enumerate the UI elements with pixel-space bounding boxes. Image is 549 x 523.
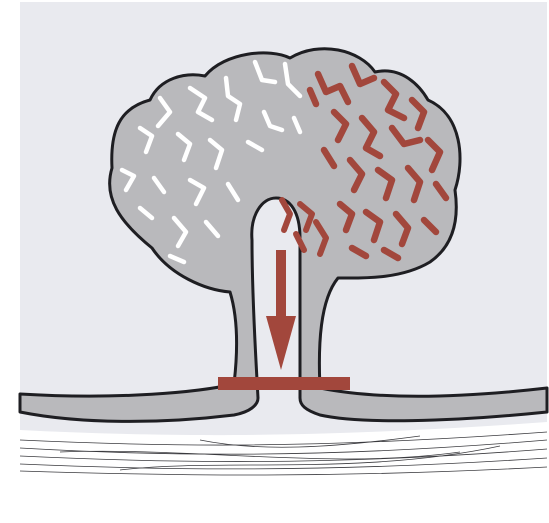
constriction-bar: [218, 377, 350, 390]
arrow-shaft: [276, 250, 286, 320]
